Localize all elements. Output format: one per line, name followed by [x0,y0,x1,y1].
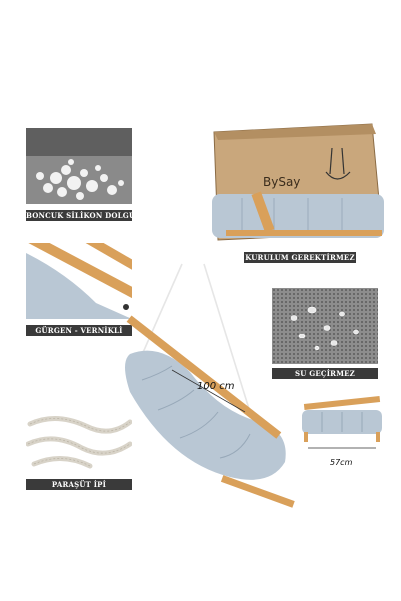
assembly-label: KURULUM GEREKTİRMEZ [244,252,356,263]
rope-label: PARAŞÜT İPİ [26,479,132,490]
wood-label: GÜRGEN - VERNİKLİ [26,325,132,336]
box-brand: BySay [263,175,301,189]
width-dimension: 57cm [330,458,353,467]
width-dimension-photo [294,396,390,456]
height-dimension: 100 cm [197,381,235,392]
filling-photo [26,128,132,204]
wood-frame-photo [26,243,132,319]
boxed-product-photo [212,122,384,246]
filling-label: BONCUK SİLİKON DOLGU [26,210,136,221]
hanging-chair-photo [100,262,300,512]
waterproof-fabric-photo [272,288,378,364]
rope-photo [26,404,132,474]
waterproof-label: SU GEÇİRMEZ [272,368,378,379]
